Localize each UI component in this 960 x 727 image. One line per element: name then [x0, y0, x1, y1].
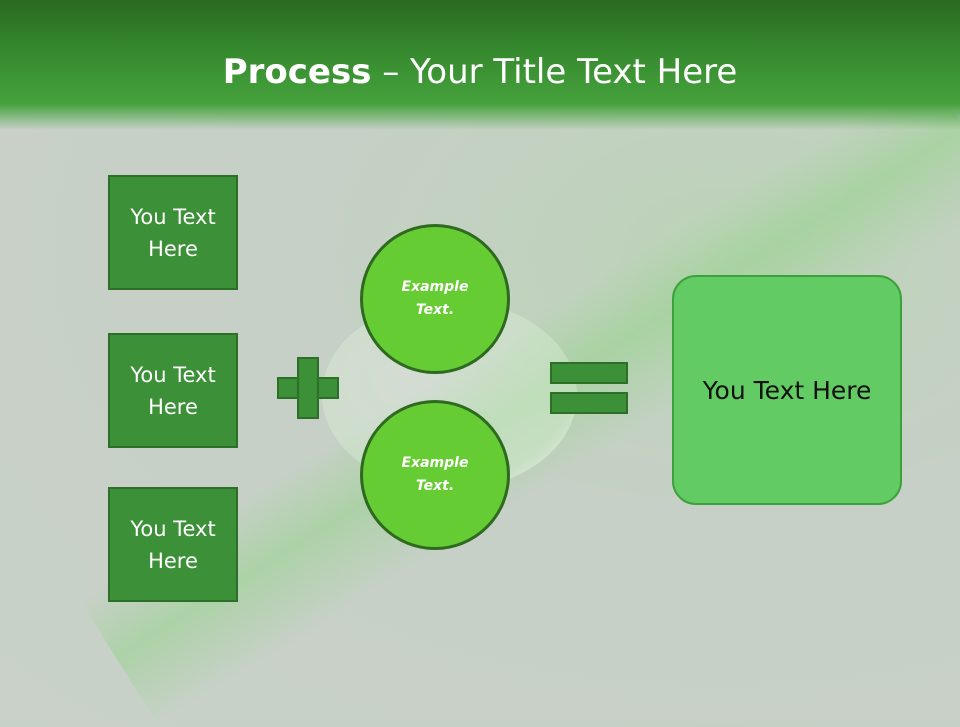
result-label: You Text Here	[702, 375, 872, 405]
input-box-label: You Text Here	[130, 362, 216, 419]
example-circle-2: Example Text.	[360, 400, 510, 550]
title-bold: Process	[222, 52, 372, 92]
header-bar	[0, 0, 960, 130]
circle-label: Example Text.	[401, 279, 469, 318]
slide-title: Process – Your Title Text Here	[0, 52, 960, 92]
input-box-label: You Text Here	[130, 516, 216, 573]
circle-label: Example Text.	[401, 455, 469, 494]
title-rest: – Your Title Text Here	[371, 52, 738, 92]
input-box-2: You Text Here	[108, 333, 238, 448]
input-box-label: You Text Here	[130, 204, 216, 261]
input-box-3: You Text Here	[108, 487, 238, 602]
result-box: You Text Here	[672, 275, 902, 505]
example-circle-1: Example Text.	[360, 224, 510, 374]
input-box-1: You Text Here	[108, 175, 238, 290]
